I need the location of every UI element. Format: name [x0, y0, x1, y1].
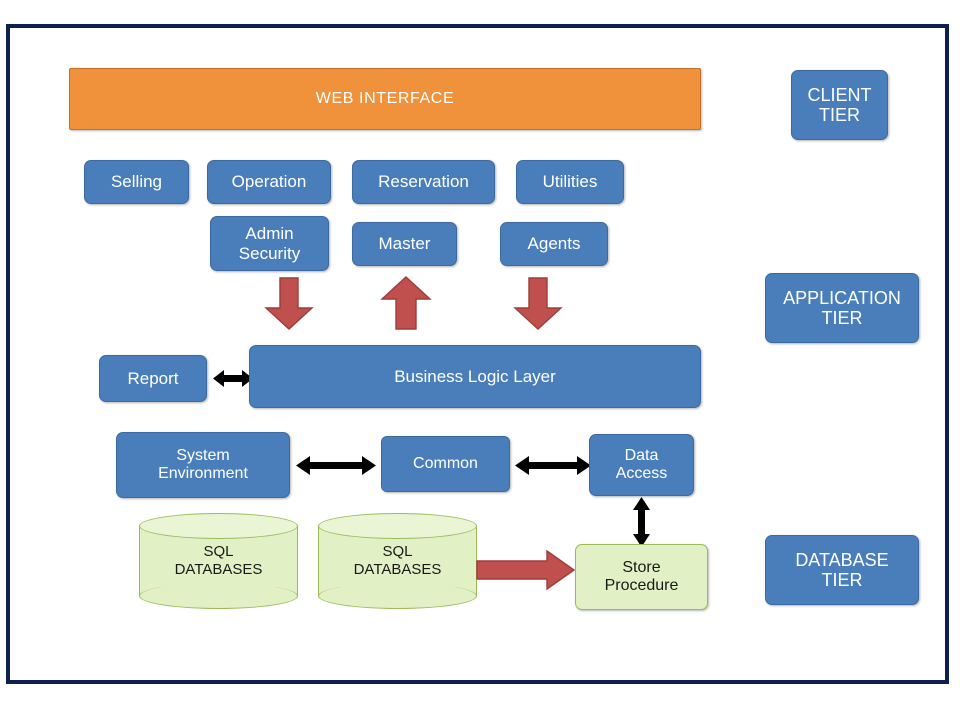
cylinder-bottom	[139, 583, 298, 609]
system-environment-label-line2: Environment	[158, 465, 248, 482]
arrow-dataaccess-to-storeprocedure	[629, 497, 655, 547]
diagram-border-frame	[6, 24, 949, 684]
module-agents-label: Agents	[527, 234, 581, 254]
module-admin-security[interactable]: Admin Security	[210, 216, 329, 271]
report-box[interactable]: Report	[99, 355, 207, 402]
module-admin-security-label-line1: Admin	[245, 224, 294, 244]
common-label: Common	[413, 455, 478, 473]
sql-database-2-label-line2: DATABASES	[353, 561, 442, 578]
system-environment-label-line1: System	[176, 447, 230, 465]
module-operation[interactable]: Operation	[207, 160, 331, 204]
module-utilities[interactable]: Utilities	[516, 160, 624, 204]
data-access-label-line1: Data	[624, 447, 659, 465]
web-interface-label: WEB INTERFACE	[315, 90, 455, 108]
common-box[interactable]: Common	[381, 436, 510, 492]
module-master[interactable]: Master	[352, 222, 457, 266]
store-procedure-box[interactable]: Store Procedure	[575, 544, 708, 610]
cylinder-top	[139, 513, 298, 539]
sql-database-1-label-line1: SQL	[203, 543, 234, 560]
sql-database-cylinder-2[interactable]: SQL DATABASES	[318, 513, 477, 609]
sql-database-2-text: SQL DATABASES	[318, 513, 477, 609]
arrow-master-to-bll	[379, 276, 433, 330]
module-operation-label: Operation	[231, 172, 307, 192]
sql-database-1-text: SQL DATABASES	[139, 513, 298, 609]
module-reservation[interactable]: Reservation	[352, 160, 495, 204]
module-utilities-label: Utilities	[542, 172, 598, 192]
module-selling[interactable]: Selling	[84, 160, 189, 204]
data-access-box[interactable]: Data Access	[589, 434, 694, 496]
database-tier-label-line1: DATABASE	[795, 549, 889, 570]
data-access-label-line2: Access	[615, 465, 668, 482]
sql-database-1-label-line2: DATABASES	[174, 561, 263, 578]
system-environment-box[interactable]: System Environment	[116, 432, 290, 498]
cylinder-bottom	[318, 583, 477, 609]
application-tier-box[interactable]: APPLICATION TIER	[765, 273, 919, 343]
arrow-report-to-bll	[213, 366, 253, 392]
report-label: Report	[127, 368, 179, 388]
module-master-label: Master	[378, 234, 431, 254]
sql-database-2-label-line1: SQL	[382, 543, 413, 560]
database-tier-box[interactable]: DATABASE TIER	[765, 535, 919, 605]
arrow-sysenv-to-common	[296, 453, 376, 479]
store-procedure-label-line2: Procedure	[604, 577, 679, 594]
application-tier-label-line2: TIER	[821, 308, 863, 328]
client-tier-box[interactable]: CLIENT TIER	[791, 70, 888, 140]
module-admin-security-label-line2: Security	[238, 243, 301, 263]
module-reservation-label: Reservation	[378, 172, 469, 192]
business-logic-layer-box[interactable]: Business Logic Layer	[249, 345, 701, 408]
application-tier-label-line1: APPLICATION	[783, 287, 901, 308]
business-logic-layer-label: Business Logic Layer	[394, 366, 556, 386]
arrow-common-to-dataaccess	[515, 453, 591, 479]
sql-database-cylinder-1[interactable]: SQL DATABASES	[139, 513, 298, 609]
arrow-agents-to-bll	[512, 277, 564, 330]
store-procedure-label-line1: Store	[622, 559, 661, 577]
client-tier-label-line1: CLIENT	[807, 84, 872, 105]
web-interface-banner[interactable]: WEB INTERFACE	[69, 68, 701, 130]
arrow-sqldatabase-to-storeprocedure	[476, 549, 576, 591]
module-selling-label: Selling	[110, 172, 163, 192]
arrow-admin-security-to-bll	[263, 277, 315, 330]
cylinder-top	[318, 513, 477, 539]
module-agents[interactable]: Agents	[500, 222, 608, 266]
client-tier-label-line2: TIER	[818, 105, 860, 125]
database-tier-label-line2: TIER	[821, 570, 863, 590]
